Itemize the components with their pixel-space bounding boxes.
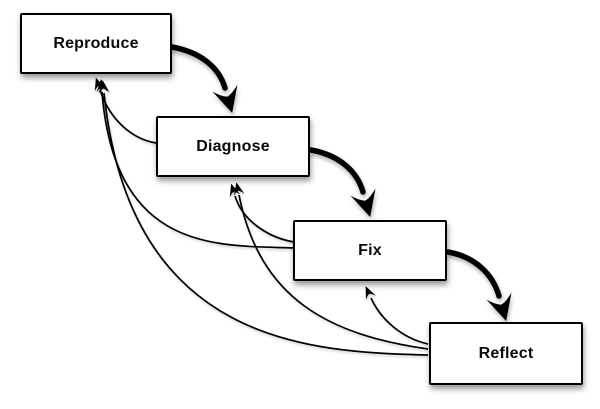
node-reflect: Reflect <box>429 322 583 385</box>
node-reflect-label: Reflect <box>478 344 534 362</box>
node-reproduce-label: Reproduce <box>53 34 139 52</box>
edge-reproduce-to-diagnose <box>169 44 238 113</box>
node-diagnose-label: Diagnose <box>196 137 270 155</box>
edge-reflect-to-fix <box>365 286 429 345</box>
node-fix-label: Fix <box>358 241 382 259</box>
node-reproduce: Reproduce <box>20 13 172 74</box>
edge-fix-to-reflect <box>445 249 512 321</box>
edge-diagnose-to-fix <box>308 147 376 217</box>
edge-reflect-to-diagnose <box>233 182 429 350</box>
node-diagnose: Diagnose <box>156 116 310 177</box>
edge-fix-to-diagnose <box>229 183 295 243</box>
node-fix: Fix <box>293 220 447 281</box>
edge-fix-to-reproduce <box>96 79 295 249</box>
edge-reflect-to-reproduce <box>98 80 429 356</box>
